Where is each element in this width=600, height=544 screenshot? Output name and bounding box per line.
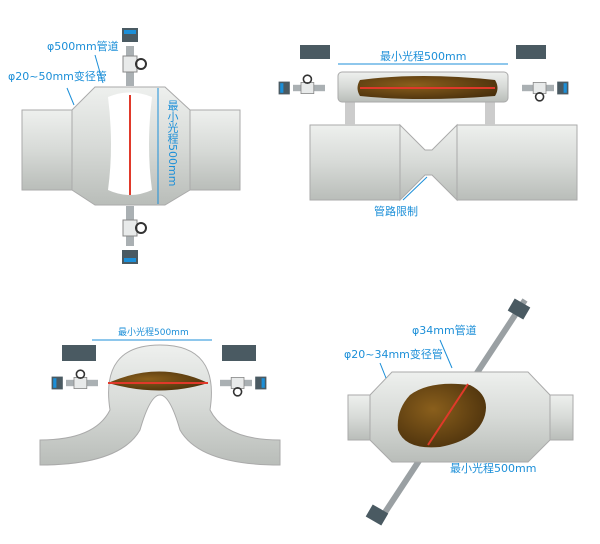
panel1-analyzer xyxy=(21,27,241,265)
panel4-analyzer xyxy=(347,298,574,526)
panel4-reducer-label: φ20~34mm变径管 xyxy=(344,348,443,361)
panel2-analyzer xyxy=(277,45,578,202)
panel1-path-label: 最小光程500mm xyxy=(166,100,179,187)
panel4-path-label: 最小光程500mm xyxy=(450,462,537,475)
panel1-reducer-label: φ20~50mm变径管 xyxy=(8,70,107,83)
panel3-path-label: 最小光程500mm xyxy=(118,328,189,338)
leader-lines xyxy=(66,54,453,379)
panel2-path-label: 最小光程500mm xyxy=(380,50,467,63)
panel4-pipe-label: φ34mm管道 xyxy=(412,324,477,337)
panel2-restriction-label: 管路限制 xyxy=(374,205,418,218)
panel1-pipe-label: φ500mm管道 xyxy=(47,40,119,53)
panel3-analyzer xyxy=(39,339,281,466)
